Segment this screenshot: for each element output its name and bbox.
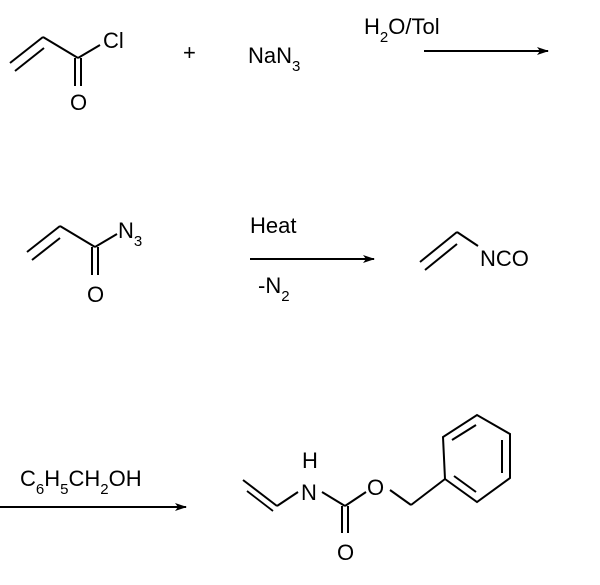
- carbonyl-oxygen-label: O: [337, 540, 354, 565]
- oxygen-atom-label: O: [87, 282, 104, 307]
- azide-nitrogen-label: N3: [118, 218, 142, 250]
- nitrogen-atom-label: N: [301, 480, 317, 505]
- ester-oxygen-label: O: [367, 475, 384, 500]
- plus-sign: +: [183, 40, 196, 65]
- oxygen-atom-label: O: [70, 90, 87, 115]
- isocyanate-group-label: NCO: [480, 246, 529, 271]
- hydrogen-atom-label: H: [302, 448, 318, 473]
- acryloyl-chloride-structure: Cl O: [9, 28, 124, 115]
- heat-condition-label: Heat: [250, 213, 296, 238]
- vinyl-isocyanate-structure: NCO: [419, 231, 529, 271]
- acryloyl-azide-structure: N3 O: [26, 218, 142, 307]
- sodium-azide-label: NaN3: [248, 43, 300, 75]
- step1-condition-label: H2O/Tol: [364, 14, 440, 46]
- benzene-ring: [441, 413, 511, 504]
- benzyl-alcohol-reagent-label: C6H5CH2OH: [20, 466, 142, 498]
- benzyl-vinylcarbamate-structure: N H O O: [242, 413, 511, 565]
- loss-of-nitrogen-label: -N2: [258, 273, 290, 305]
- chlorine-atom-label: Cl: [103, 28, 124, 53]
